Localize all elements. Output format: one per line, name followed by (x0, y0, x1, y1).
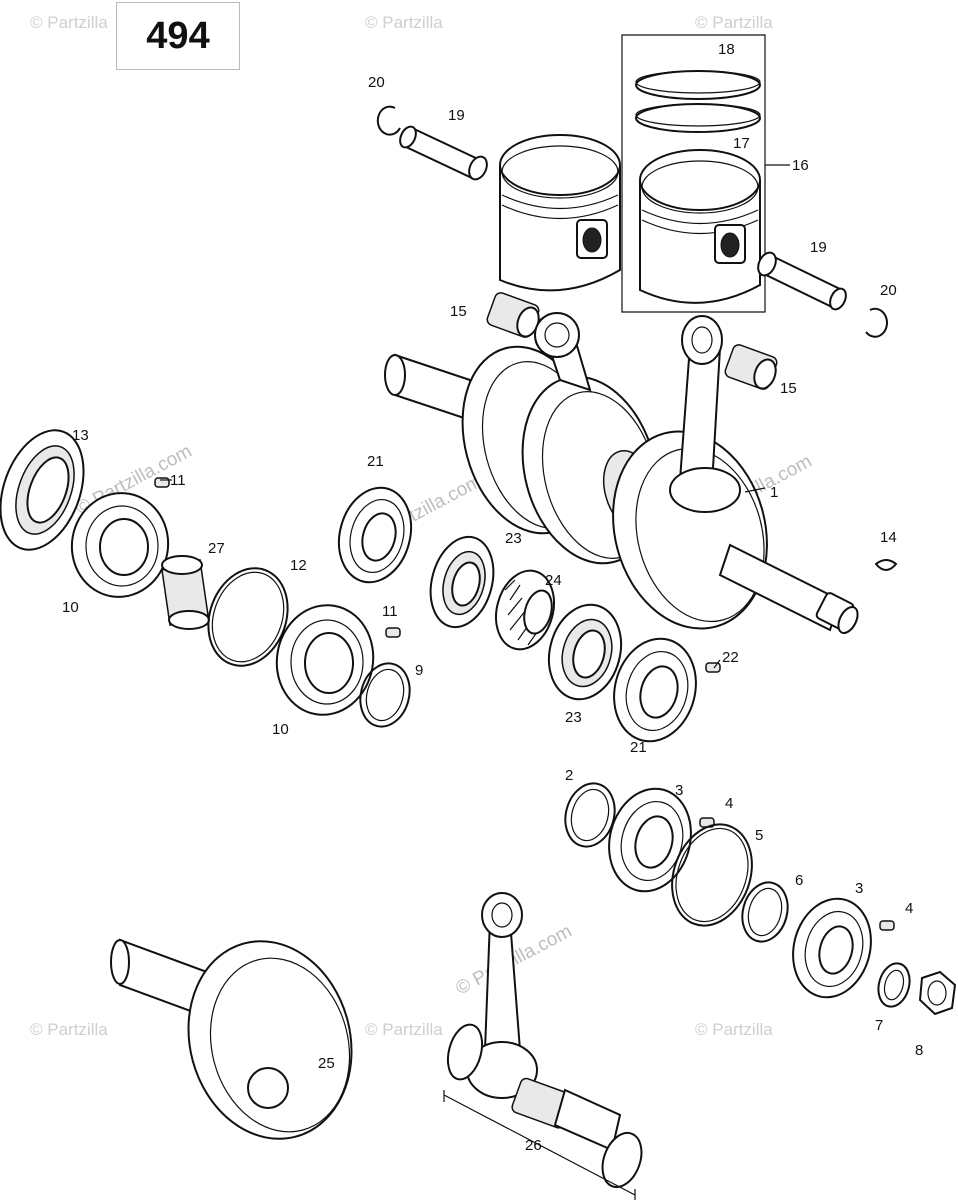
label-5: 5 (755, 827, 763, 844)
label-1: 1 (770, 484, 778, 501)
ball-bearing-inner-left (275, 604, 375, 716)
label-26: 26 (525, 1137, 542, 1154)
label-25: 25 (318, 1055, 335, 1072)
diagram-number: 494 (146, 14, 210, 57)
shim-6 (741, 881, 789, 943)
watermark-top-right: © Partzilla (695, 13, 773, 32)
o-ring-5 (671, 823, 753, 927)
ball-bearing-3-upper (608, 787, 692, 893)
needle-bearing-upper (486, 292, 540, 338)
label-7: 7 (875, 1017, 883, 1034)
oil-seal-center-upper (429, 535, 495, 629)
watermark-bottom-mid: © Partzilla (365, 1020, 443, 1039)
label-17: 17 (733, 135, 750, 152)
piston-kit-box (621, 34, 790, 313)
shim-ring (359, 662, 411, 728)
label-23b: 23 (565, 709, 582, 726)
label-16: 16 (792, 157, 809, 174)
label-21a: 21 (367, 453, 384, 470)
dowel-pin-mag-lower (879, 920, 895, 931)
dowel-pin-right (705, 662, 721, 673)
o-ring (207, 567, 289, 667)
piston-pin-right (757, 251, 847, 311)
label-15a: 15 (450, 303, 467, 320)
piston-right (639, 149, 761, 304)
label-11a: 11 (170, 472, 186, 489)
label-27: 27 (208, 540, 225, 557)
diagram-number-box: 494 (116, 2, 240, 70)
label-2: 2 (565, 767, 573, 784)
piston-left (499, 134, 621, 292)
label-6: 6 (795, 872, 803, 889)
ball-bearing-upper-center (337, 486, 413, 584)
label-24: 24 (545, 572, 562, 589)
dowel-pin-lower (385, 627, 401, 638)
crankshaft-half (110, 938, 353, 1140)
oil-seal-center-lower (547, 603, 623, 701)
label-20a: 20 (368, 74, 385, 91)
label-13: 13 (72, 427, 89, 444)
needle-bearing-lower (724, 344, 778, 390)
label-12: 12 (290, 557, 307, 574)
part-labels: 1 2 3 3 4 4 5 6 7 8 9 10 10 11 11 12 13 … (62, 41, 923, 1154)
label-15b: 15 (780, 380, 797, 397)
label-3b: 3 (855, 880, 863, 897)
label-20b: 20 (880, 282, 897, 299)
label-23a: 23 (505, 530, 522, 547)
label-8: 8 (915, 1042, 923, 1059)
dowel-pin-upper (154, 477, 170, 488)
label-11b: 11 (382, 603, 398, 620)
watermark-bottom-left: © Partzilla (30, 1020, 108, 1039)
hex-nut (918, 970, 957, 1016)
label-14: 14 (880, 529, 897, 546)
oil-seal (0, 429, 85, 551)
label-10b: 10 (272, 721, 289, 738)
label-10a: 10 (62, 599, 79, 616)
piston-rings (635, 70, 761, 133)
label-4b: 4 (905, 900, 913, 917)
watermark-top-mid: © Partzilla (365, 13, 443, 32)
circlip-left (376, 105, 401, 136)
label-3a: 3 (675, 782, 683, 799)
label-21b: 21 (630, 739, 647, 756)
woodruff-key (874, 559, 898, 571)
watermark-top-left: © Partzilla (30, 13, 108, 32)
crankshaft-assembly (384, 312, 859, 634)
sleeve (161, 555, 210, 630)
label-18: 18 (718, 41, 735, 58)
ball-bearing-outer-left (70, 492, 170, 598)
label-4a: 4 (725, 795, 733, 812)
watermark-bottom-right: © Partzilla (695, 1020, 773, 1039)
connecting-rod-assembly (443, 892, 643, 1200)
drive-gear (495, 569, 555, 651)
label-19a: 19 (448, 107, 465, 124)
piston-pin-left (399, 125, 488, 181)
label-19b: 19 (810, 239, 827, 256)
ball-bearing-lower-center (613, 637, 697, 743)
lock-washer (877, 962, 911, 1008)
ball-bearing-3-lower (792, 897, 872, 999)
leader-lines (160, 479, 766, 669)
circlip-right (865, 307, 888, 338)
label-22: 22 (722, 649, 739, 666)
label-9: 9 (415, 662, 423, 679)
